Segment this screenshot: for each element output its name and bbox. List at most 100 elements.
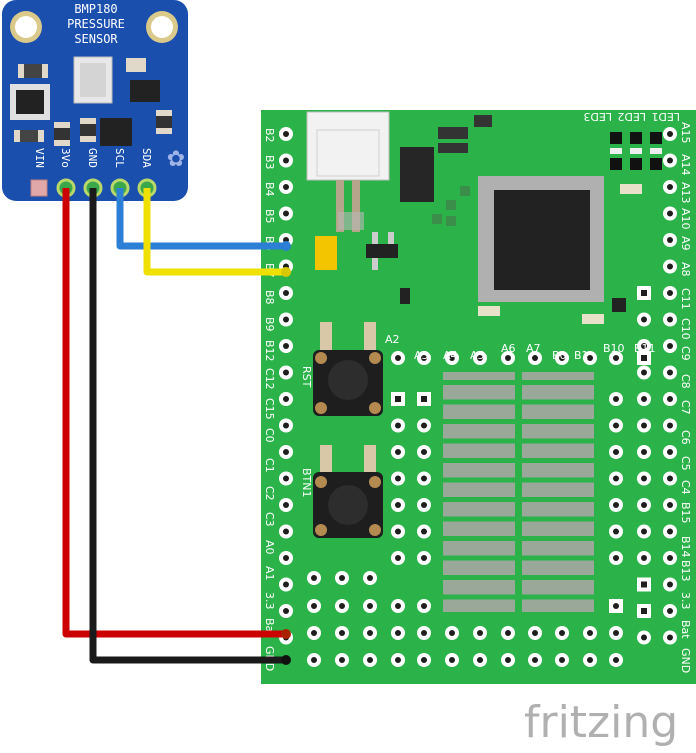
reset-button bbox=[313, 322, 383, 416]
strip-gap bbox=[443, 555, 515, 561]
strip-gap bbox=[522, 380, 594, 385]
proto-hole-center bbox=[667, 290, 673, 296]
sensor-pin-sda: SDA bbox=[140, 148, 153, 168]
wires bbox=[62, 188, 291, 665]
proto-hole-center bbox=[283, 290, 289, 296]
proto-hole-center bbox=[477, 630, 483, 636]
proto-hole-center bbox=[421, 449, 427, 455]
pin-label-b13: B13 bbox=[679, 560, 692, 582]
pin-label-bat-right: Bat bbox=[679, 620, 692, 639]
proto-hole-center bbox=[421, 396, 427, 402]
pin-label-b12: B12 bbox=[263, 340, 276, 362]
pin-label-a9: A9 bbox=[679, 236, 692, 251]
proto-hole-center bbox=[367, 603, 373, 609]
proto-hole-center bbox=[667, 555, 673, 561]
sensor-pin-scl: SCL bbox=[113, 148, 126, 168]
proto-hole-center bbox=[283, 157, 289, 164]
proto-hole-center bbox=[477, 657, 483, 663]
inner-label-b0: B0 bbox=[552, 349, 567, 362]
proto-hole-center bbox=[667, 210, 673, 217]
pin-label-a0: A0 bbox=[263, 540, 276, 555]
proto-hole-center bbox=[667, 634, 673, 641]
proto-hole-center bbox=[311, 575, 317, 581]
proto-hole-center bbox=[667, 475, 673, 482]
proto-hole-center bbox=[667, 396, 673, 402]
inner-label-b11: B11 bbox=[634, 342, 656, 355]
proto-hole-center bbox=[667, 449, 673, 455]
strip-gap bbox=[522, 458, 594, 463]
pin-label-c0: C0 bbox=[263, 428, 276, 443]
proto-hole-center bbox=[421, 475, 427, 482]
inner-label-a7: A7 bbox=[526, 342, 541, 355]
proto-hole-center bbox=[395, 603, 401, 609]
pin-label-3v3-right: 3.3 bbox=[679, 592, 692, 610]
proto-hole-center bbox=[283, 502, 289, 508]
pin-label-b5: B5 bbox=[263, 209, 276, 224]
sensor-pin-gnd: GND bbox=[86, 148, 99, 168]
led-labels: LED1 LED2 LED3 bbox=[583, 110, 680, 123]
proto-hole-center bbox=[641, 502, 647, 508]
pin-label-c4: C4 bbox=[679, 480, 692, 495]
led-label-2: LED2 bbox=[617, 110, 646, 123]
proto-hole-center bbox=[505, 355, 511, 361]
proto-hole-center bbox=[667, 131, 673, 137]
button-label-rst: RST bbox=[300, 366, 313, 388]
proto-hole-center bbox=[421, 555, 427, 561]
proto-hole-center bbox=[421, 603, 427, 609]
proto-hole-center bbox=[311, 603, 317, 609]
pin-label-c5: C5 bbox=[679, 456, 692, 471]
strip-gap bbox=[522, 419, 594, 424]
proto-hole-center bbox=[283, 581, 289, 588]
proto-hole-center bbox=[613, 422, 619, 429]
proto-hole-center bbox=[283, 608, 289, 614]
strip-gap bbox=[443, 536, 515, 541]
proto-hole-center bbox=[641, 608, 647, 614]
pin-label-a10: A10 bbox=[679, 208, 692, 230]
proto-hole-center bbox=[667, 263, 673, 270]
pin-label-3v3-left: 3.3 bbox=[263, 592, 276, 610]
pin-label-a13: A13 bbox=[679, 182, 692, 204]
proto-hole-center bbox=[532, 355, 538, 361]
adafruit-flower-icon: ✿ bbox=[167, 147, 185, 172]
pin-label-a15: A15 bbox=[679, 122, 692, 144]
led-label-3: LED3 bbox=[583, 110, 612, 123]
inner-label-a2: A2 bbox=[385, 333, 400, 346]
proto-hole-center bbox=[587, 657, 593, 663]
proto-hole-center bbox=[613, 355, 619, 361]
proto-hole-center bbox=[395, 396, 401, 402]
inner-label-a5: A5 bbox=[470, 349, 485, 362]
proto-hole-center bbox=[421, 422, 427, 429]
fritzing-logo: fritzing bbox=[524, 697, 678, 748]
proto-hole-center bbox=[613, 528, 619, 535]
proto-hole-center bbox=[421, 355, 427, 361]
proto-hole-center bbox=[339, 603, 345, 609]
pin-label-b14: B14 bbox=[679, 536, 692, 558]
pin-label-gnd-right: GND bbox=[679, 648, 692, 673]
proto-hole-center bbox=[367, 575, 373, 581]
proto-hole-center bbox=[395, 528, 401, 535]
voltage-regulator bbox=[400, 147, 434, 202]
proto-hole-center bbox=[613, 502, 619, 508]
strip-gap bbox=[522, 497, 594, 502]
sensor-pin-3vo: 3Vo bbox=[59, 148, 72, 168]
jst-connector bbox=[306, 111, 390, 232]
pin-label-c9: C9 bbox=[679, 346, 692, 361]
proto-hole-center bbox=[449, 355, 455, 361]
proto-hole-center bbox=[421, 528, 427, 535]
proto-hole-center bbox=[283, 343, 289, 349]
header-pin-vin bbox=[30, 179, 48, 197]
proto-hole-center bbox=[613, 657, 619, 663]
proto-hole-center bbox=[587, 355, 593, 361]
proto-hole-center bbox=[283, 369, 289, 376]
pin-label-c11: C11 bbox=[679, 288, 692, 310]
wire-sda bbox=[143, 188, 286, 276]
proto-hole-center bbox=[395, 657, 401, 663]
strip-gap bbox=[443, 497, 515, 502]
strip-gap bbox=[522, 477, 594, 483]
proto-hole-center bbox=[283, 316, 289, 323]
proto-hole-center bbox=[505, 630, 511, 636]
proto-hole-center bbox=[283, 131, 289, 137]
led-group bbox=[610, 132, 662, 170]
sensor-board: BMP180 PRESSURE SENSOR ✿ VIN 3Vo GND SCL… bbox=[2, 0, 188, 201]
proto-hole-center bbox=[667, 316, 673, 323]
